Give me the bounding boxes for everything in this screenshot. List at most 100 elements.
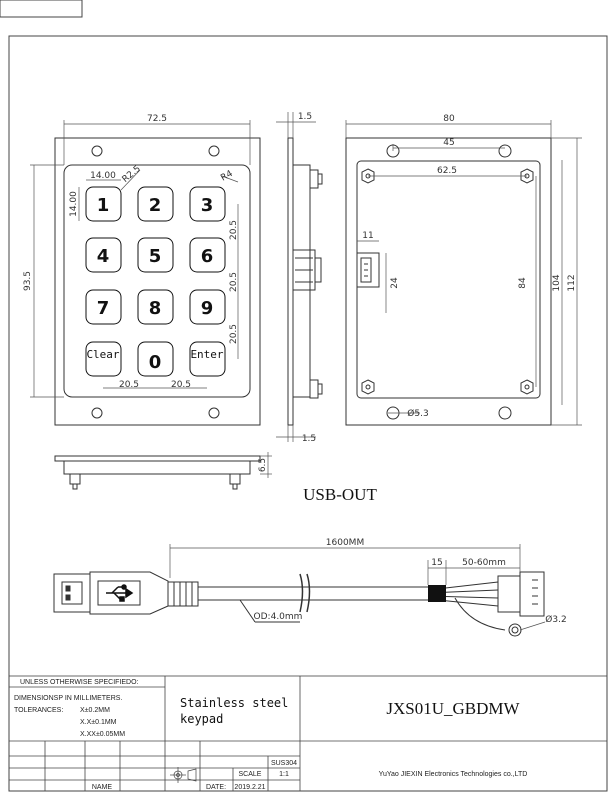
tb-desc-line2: keypad [180,712,223,726]
mount-hole [91,145,103,157]
front-view [54,137,261,426]
keypad-key-labels: 1 2 3 4 5 6 7 8 9 Clear 0 Enter [86,195,223,373]
key-label-7: 7 [97,298,110,319]
dim-conn-24: 24 [390,277,400,289]
dim-key-width-14: 14.00 [90,171,116,181]
dim-back-width-80: 80 [443,114,455,124]
tb-tol-3: X.XX±0.05MM [80,731,125,738]
dim-back-104: 104 [552,274,562,291]
dim-radius-2-5: R2.5 [121,164,143,185]
bottom-dimension-lines [260,452,272,478]
dim-cable-15: 15 [431,558,442,568]
dim-corner-r4: R4 [219,169,235,184]
key-1 [85,186,122,222]
front-plate-inner [63,164,251,398]
dim-key-height-14: 14.00 [69,191,79,217]
dim-width-72-5: 72.5 [147,114,167,124]
tb-part-number: JXS01U_GBDMW [386,699,520,718]
usb-symbol-icon [106,584,134,602]
key-6 [189,237,226,273]
tb-dims-in: DIMENSIONSP IN MILLIMETERS. [14,695,122,702]
dim-back-mount-62-5: 62.5 [437,166,457,176]
side-view [287,137,323,426]
key-label-2: 2 [149,195,162,216]
tb-unless: UNLESS OTHERWISE SPECIFIEDO: [20,679,139,686]
tb-scale-label: SCALE [239,771,262,778]
front-plate-outer [54,137,261,426]
tb-tol-2: X.X±0.1MM [80,719,117,726]
mount-hole [208,145,220,157]
dim-cable-length: 1600MM [326,538,364,548]
key-label-4: 4 [97,246,110,267]
key-2 [137,186,174,222]
usb-out-title: USB-OUT [303,485,377,504]
dim-hole-5-3: Ø5.3 [407,408,428,419]
key-0 [137,341,174,377]
key-3 [189,186,226,222]
title-block [8,675,608,792]
usb-a-plug [53,573,91,613]
back-dimension-labels: 80 45 62.5 11 24 84 104 112 Ø5.3 [362,114,577,419]
keypad-keys [85,186,226,377]
bottom-view [54,455,261,490]
key-label-9: 9 [201,298,214,319]
usb-connector [356,252,380,288]
dim-height-93-5: 93.5 [23,271,33,291]
cable-dimension-labels: 1600MM 15 50-60mm OD:4.0mm Ø3.2 [254,538,567,625]
key-9 [189,289,226,325]
key-label-enter: Enter [190,348,223,361]
key-label-clear: Clear [86,348,119,361]
key-label-0: 0 [149,352,162,373]
key-7 [85,289,122,325]
back-dimension-lines [345,120,582,426]
dim-cable-50-60: 50-60mm [462,558,506,568]
key-label-8: 8 [149,298,162,319]
dim-conn-11: 11 [362,231,373,241]
wire-connector [497,575,521,613]
back-view [345,137,552,426]
key-4 [85,237,122,273]
usb-cable [53,571,545,637]
tb-date-label: DATE: [206,784,226,791]
dim-ring-3-2: Ø3.2 [545,614,566,625]
tb-desc-line1: Stainless steel [180,696,288,710]
tb-tol-1: X±0.2MM [80,707,110,714]
side-dimension-lines [276,112,316,442]
dim-cable-od: OD:4.0mm [254,612,303,622]
mount-hole [208,407,220,419]
dim-pitch-v3: 20.5 [229,324,239,344]
dim-pitch-h2: 20.5 [171,380,191,390]
key-label-6: 6 [201,246,214,267]
key-clear [85,341,122,377]
title-block-text: UNLESS OTHERWISE SPECIFIEDO: DIMENSIONSP… [14,679,527,791]
cable-dimension-lines [169,544,546,631]
drawing-frame [8,35,608,792]
dim-edge-bottom-1-5: 1.5 [302,434,316,444]
tb-name-label: NAME [92,784,113,791]
dim-pitch-v1: 20.5 [229,220,239,240]
tb-material: SUS304 [271,760,297,767]
key-label-5: 5 [149,246,162,267]
tb-date-value: 2019.2.21 [234,784,265,791]
tb-company: YuYao JIEXIN Electronics Technologies co… [379,771,528,778]
heat-shrink [428,585,446,602]
front-dimension-lines [30,120,251,398]
dim-pitch-h1: 20.5 [119,380,139,390]
key-label-1: 1 [97,195,110,216]
tb-tolerances: TOLERANCES: [14,707,63,714]
key-5 [137,237,174,273]
projection-symbol-icon [170,767,197,783]
key-enter [189,341,226,377]
mount-hole [91,407,103,419]
key-8 [137,289,174,325]
dim-back-84: 84 [518,277,528,289]
dim-back-112: 112 [567,274,577,291]
dim-back-holes-45: 45 [443,138,454,148]
dim-edge-1-5: 1.5 [298,112,312,122]
tb-scale-value: 1:1 [279,771,289,778]
dim-pitch-v2: 20.5 [229,272,239,292]
drawing-tab [0,0,83,18]
key-label-3: 3 [201,195,214,216]
dim-side-6-5: 6.5 [258,458,268,472]
